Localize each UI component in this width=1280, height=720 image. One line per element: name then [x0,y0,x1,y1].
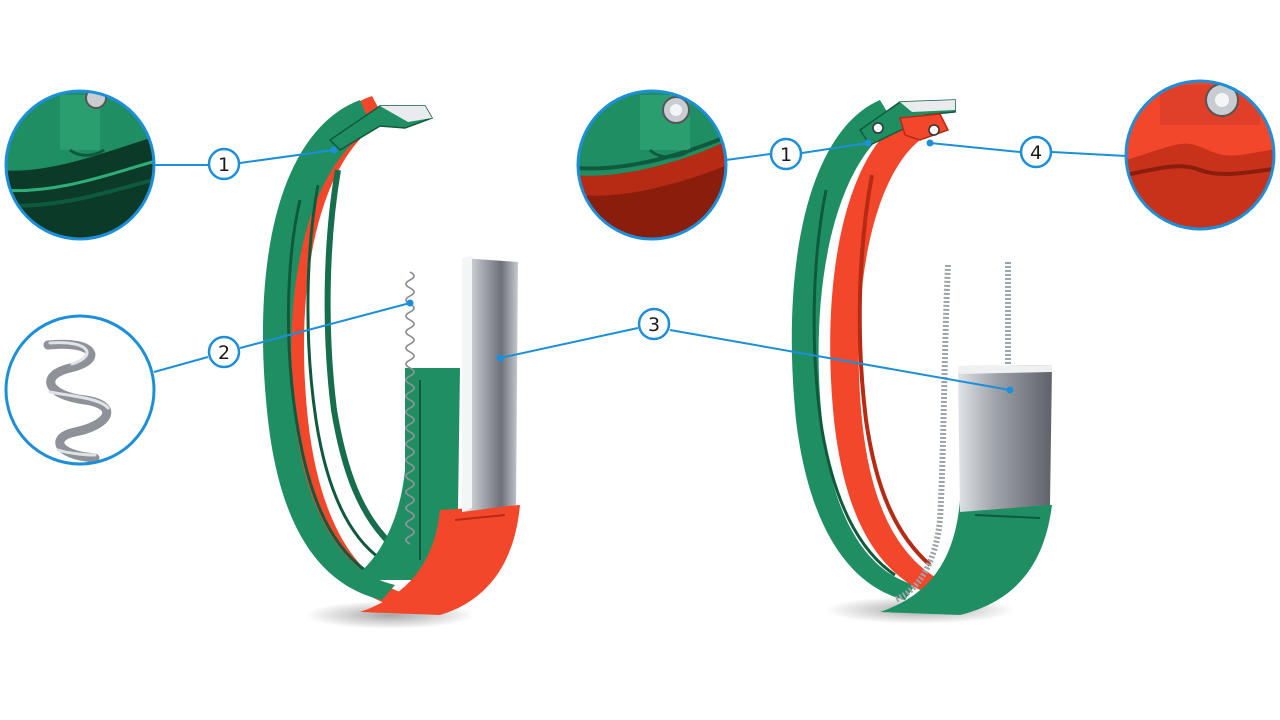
leader-r1-a [725,153,771,161]
callout-4-label: 4 [1030,142,1042,164]
callout-4: 4 [1019,135,1053,169]
right-red-groove [857,174,932,567]
detail-spring [4,314,156,466]
right-top-red [899,113,950,141]
leader-r4-a [929,142,1021,153]
leader-l2-b [239,302,411,349]
callout-3: 3 [637,307,671,341]
detail-right-1 [576,89,728,241]
callout-2-label: 2 [218,342,230,364]
leader-l3-a [499,327,639,359]
leader-lines [153,142,1127,391]
leader-dots [330,139,1014,394]
right-green-lower [880,500,1052,615]
right-green-groove [974,514,1041,519]
callout-1-right: 1 [769,137,803,171]
detail-spring-ring [4,314,156,466]
detail-right-4 [1124,79,1276,231]
left-red-lower [360,505,520,615]
callout-3-label: 3 [648,314,660,336]
right-top-spring-b [928,124,940,136]
right-spring-1 [893,264,951,603]
leader-l1-b [239,149,335,164]
left-groove-2 [306,184,383,562]
right-groove-1 [812,189,896,577]
right-red-body [830,120,940,590]
leader-dot-r3 [1006,386,1014,394]
left-spring [405,271,415,545]
callout-1-right-label: 1 [780,144,792,166]
left-steel-insert [462,258,518,512]
leader-dot-r1 [864,139,872,147]
callout-2: 2 [207,335,241,369]
leader-dot-l2 [406,299,414,307]
right-top-spring-a [872,122,884,134]
spring-coil-icon [43,339,112,463]
left-groove-1 [286,199,373,577]
leader-r1-b [801,142,869,154]
leader-l2-a [153,356,209,373]
left-groove-3 [324,169,395,548]
right-top-steel [900,100,955,112]
right-steel-insert [958,365,1052,512]
callout-1-left: 1 [207,147,241,181]
leader-dot-r4 [926,139,934,147]
detail-right-1-ring [576,89,728,241]
leader-dot-l3 [496,354,504,362]
right-steel-top [958,365,1052,374]
leader-dot-l1 [330,146,338,154]
left-top-steel [380,106,432,122]
left-seal [262,96,520,629]
right-seal [791,99,1052,624]
callout-1-left-label: 1 [218,154,230,176]
right-green-outer [791,100,915,600]
leader-r4-b [1051,151,1127,157]
left-red-groove [454,514,506,521]
left-steel-edge [462,256,472,512]
detail-left-1 [4,89,156,241]
left-inner-green [350,368,460,580]
leader-l3-b [669,329,1011,391]
